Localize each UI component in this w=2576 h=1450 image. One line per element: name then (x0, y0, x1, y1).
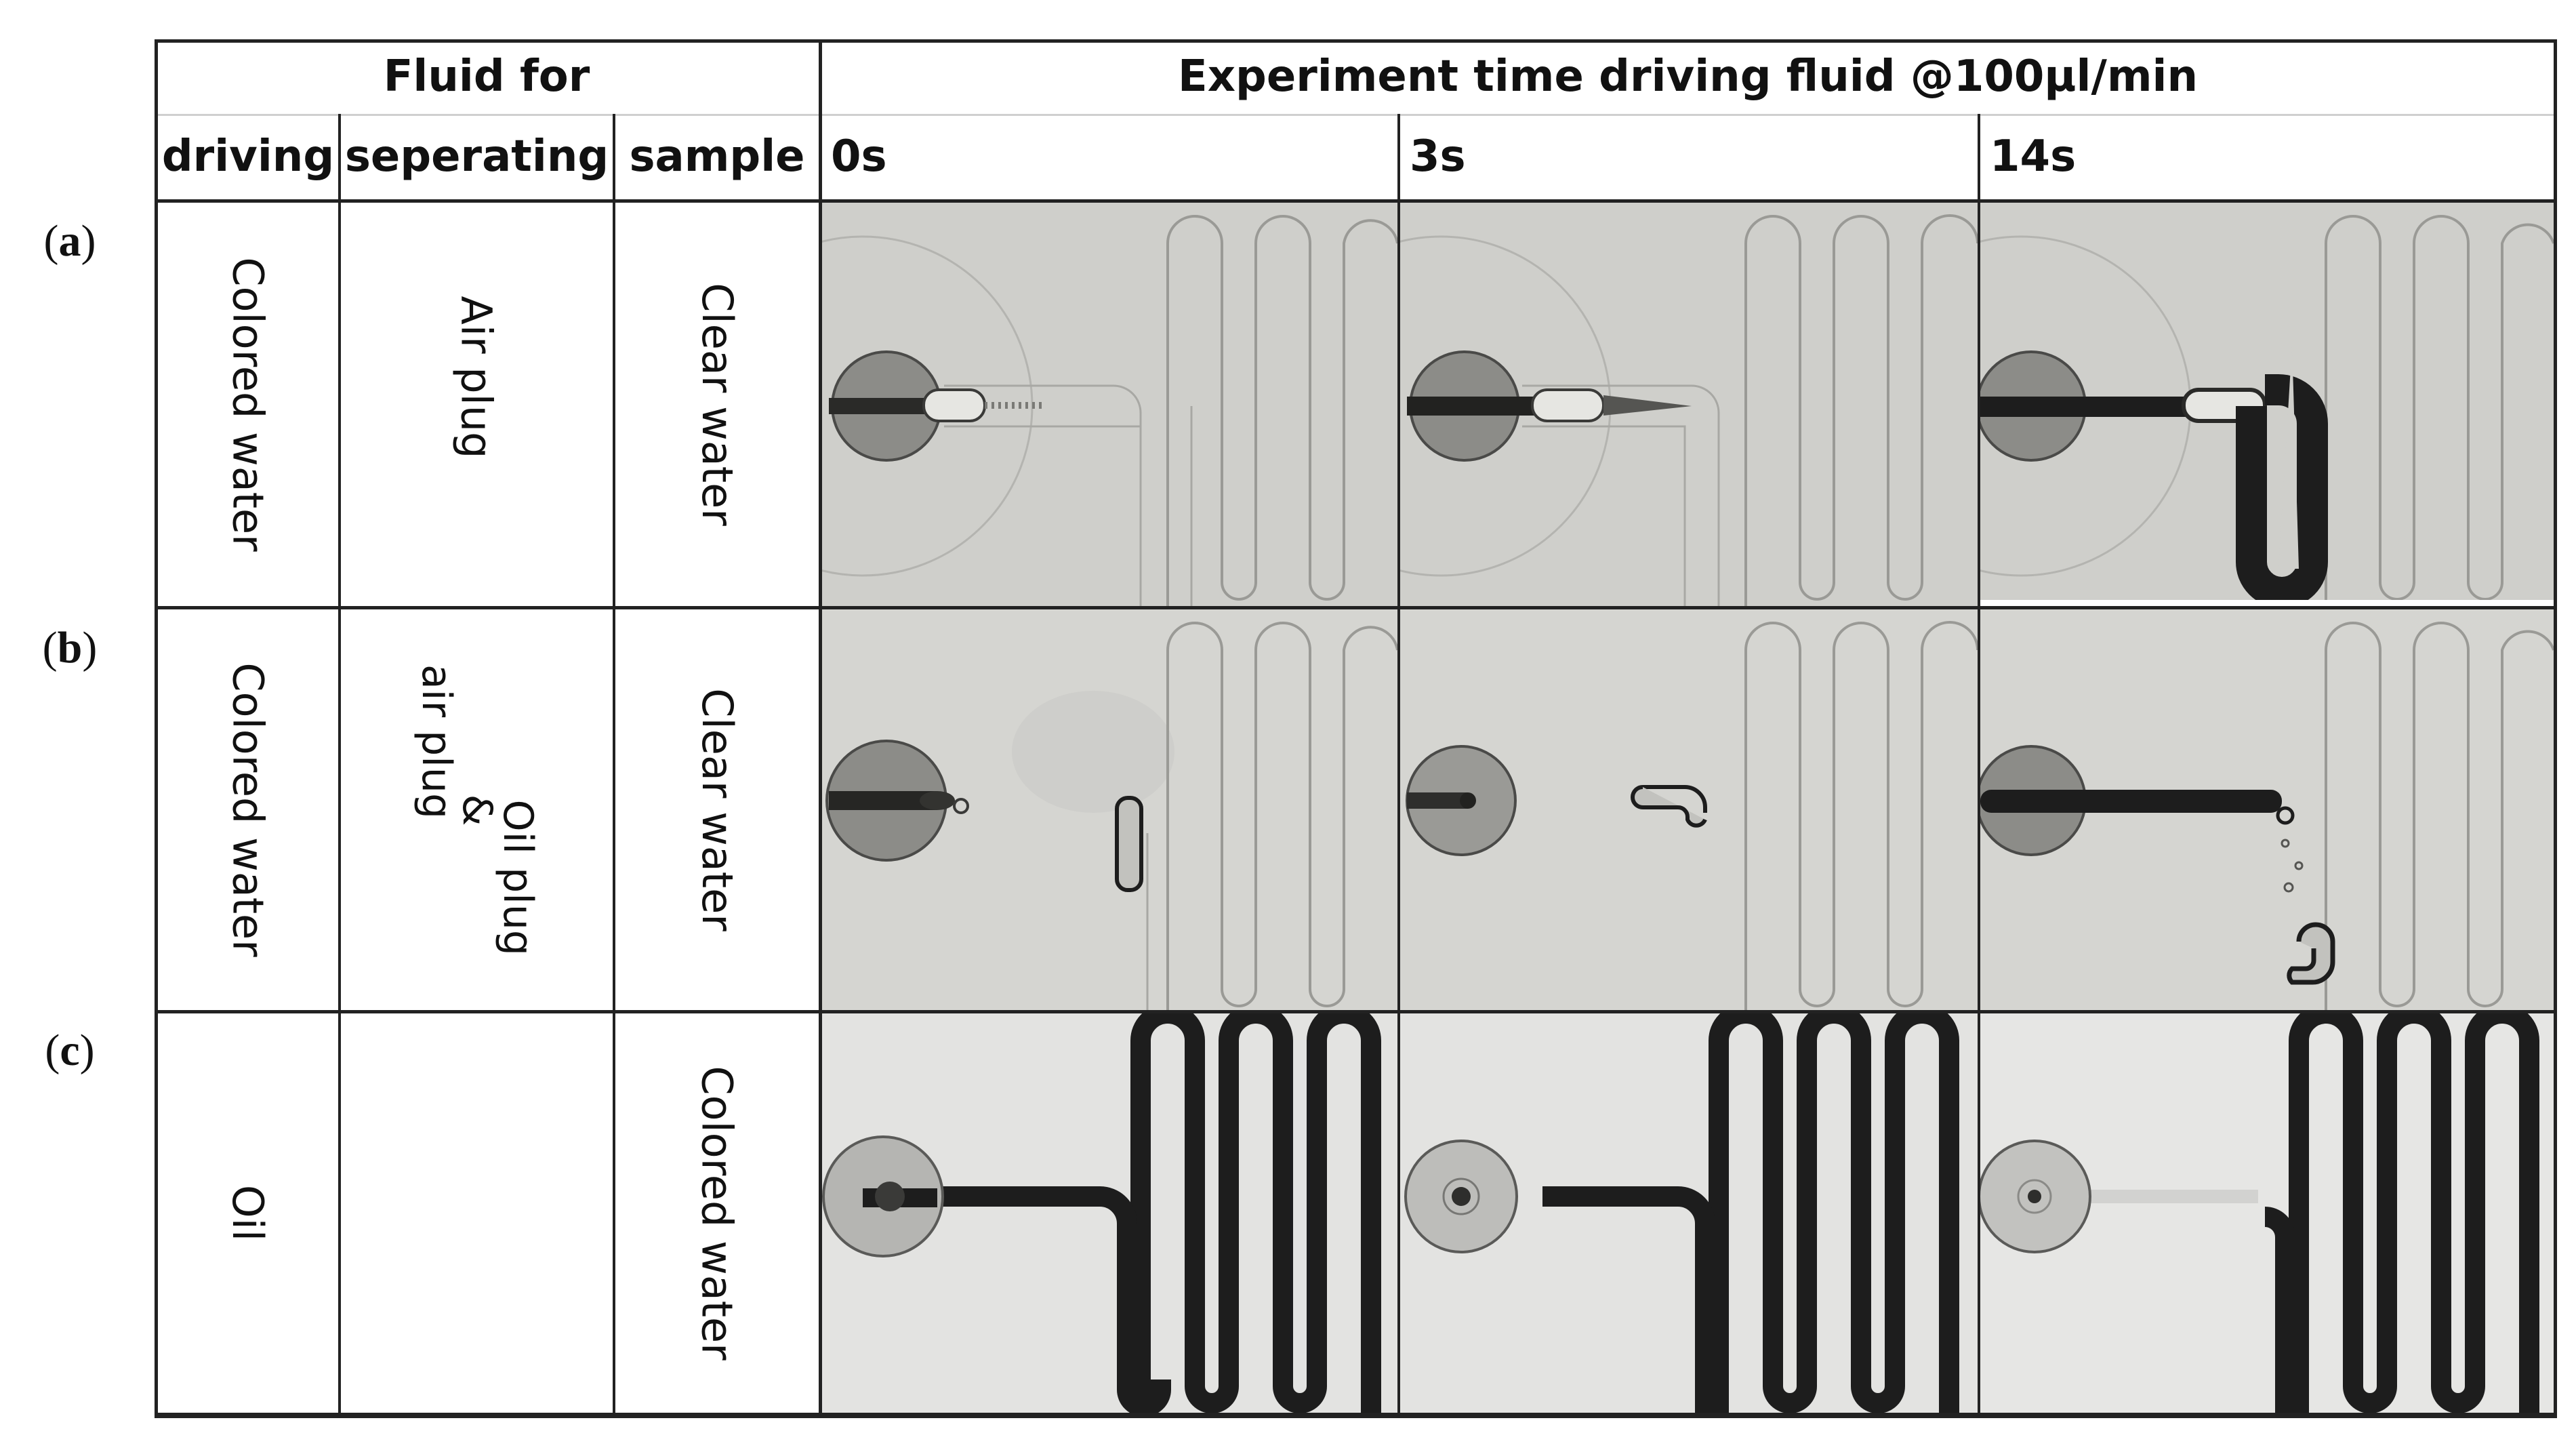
row-label-b: (b) (42, 623, 98, 672)
grid-top (155, 39, 2557, 43)
header-time-0s: 0s (831, 132, 887, 182)
grid-header-split (155, 114, 2557, 116)
header-experiment-time: Experiment time driving fluid @100µl/min (1178, 52, 2198, 102)
row-b-separating: Oil plug & air plug (341, 609, 613, 1010)
row-label-a: (a) (43, 216, 96, 266)
header-time-14s: 14s (1990, 132, 2077, 182)
grid-col1 (338, 114, 341, 1418)
row-b-driving: Colored water (223, 662, 273, 957)
photo-a-14s (1980, 203, 2554, 606)
row-b-sample: Clear water (692, 688, 742, 931)
header-time-3s: 3s (1410, 132, 1466, 182)
photo-c-14s (1980, 1013, 2554, 1413)
header-seperating: seperating (344, 132, 609, 182)
photo-b-3s (1400, 609, 1978, 1010)
header-sample: sample (629, 132, 805, 182)
grid-left (155, 39, 158, 1418)
grid-col4 (1397, 114, 1400, 1418)
grid-col3 (819, 39, 822, 1418)
photo-a-0s (822, 203, 1397, 606)
row-c-sample: Colored water (692, 1066, 742, 1361)
photo-b-14s (1980, 609, 2554, 1010)
row-a-sample: Clear water (692, 283, 742, 526)
figure-table: Fluid for Experiment time driving fluid … (155, 39, 2557, 1419)
grid-bottom (155, 1413, 2557, 1418)
header-driving: driving (161, 132, 335, 182)
row-b-ampersand: & (453, 794, 501, 826)
grid-right (2554, 39, 2557, 1418)
grid-row-b-bottom (155, 1010, 2557, 1013)
photo-a-3s (1400, 203, 1978, 606)
row-a-driving: Colored water (223, 257, 273, 552)
photo-c-3s (1400, 1013, 1978, 1413)
photo-b-0s (822, 609, 1397, 1010)
grid-row-a-bottom (155, 606, 2557, 609)
row-label-c: (c) (45, 1026, 95, 1075)
photo-c-0s (822, 1013, 1397, 1413)
grid-col5 (1978, 114, 1980, 1418)
row-b-oil-plug: Oil plug (493, 799, 541, 956)
row-c-driving: Oil (223, 1184, 273, 1242)
row-b-air-plug: air plug (412, 664, 460, 819)
row-a-separating: Air plug (451, 296, 502, 459)
header-fluid-for: Fluid for (383, 52, 590, 102)
grid-header-bottom (155, 199, 2557, 203)
grid-col2 (613, 114, 615, 1418)
